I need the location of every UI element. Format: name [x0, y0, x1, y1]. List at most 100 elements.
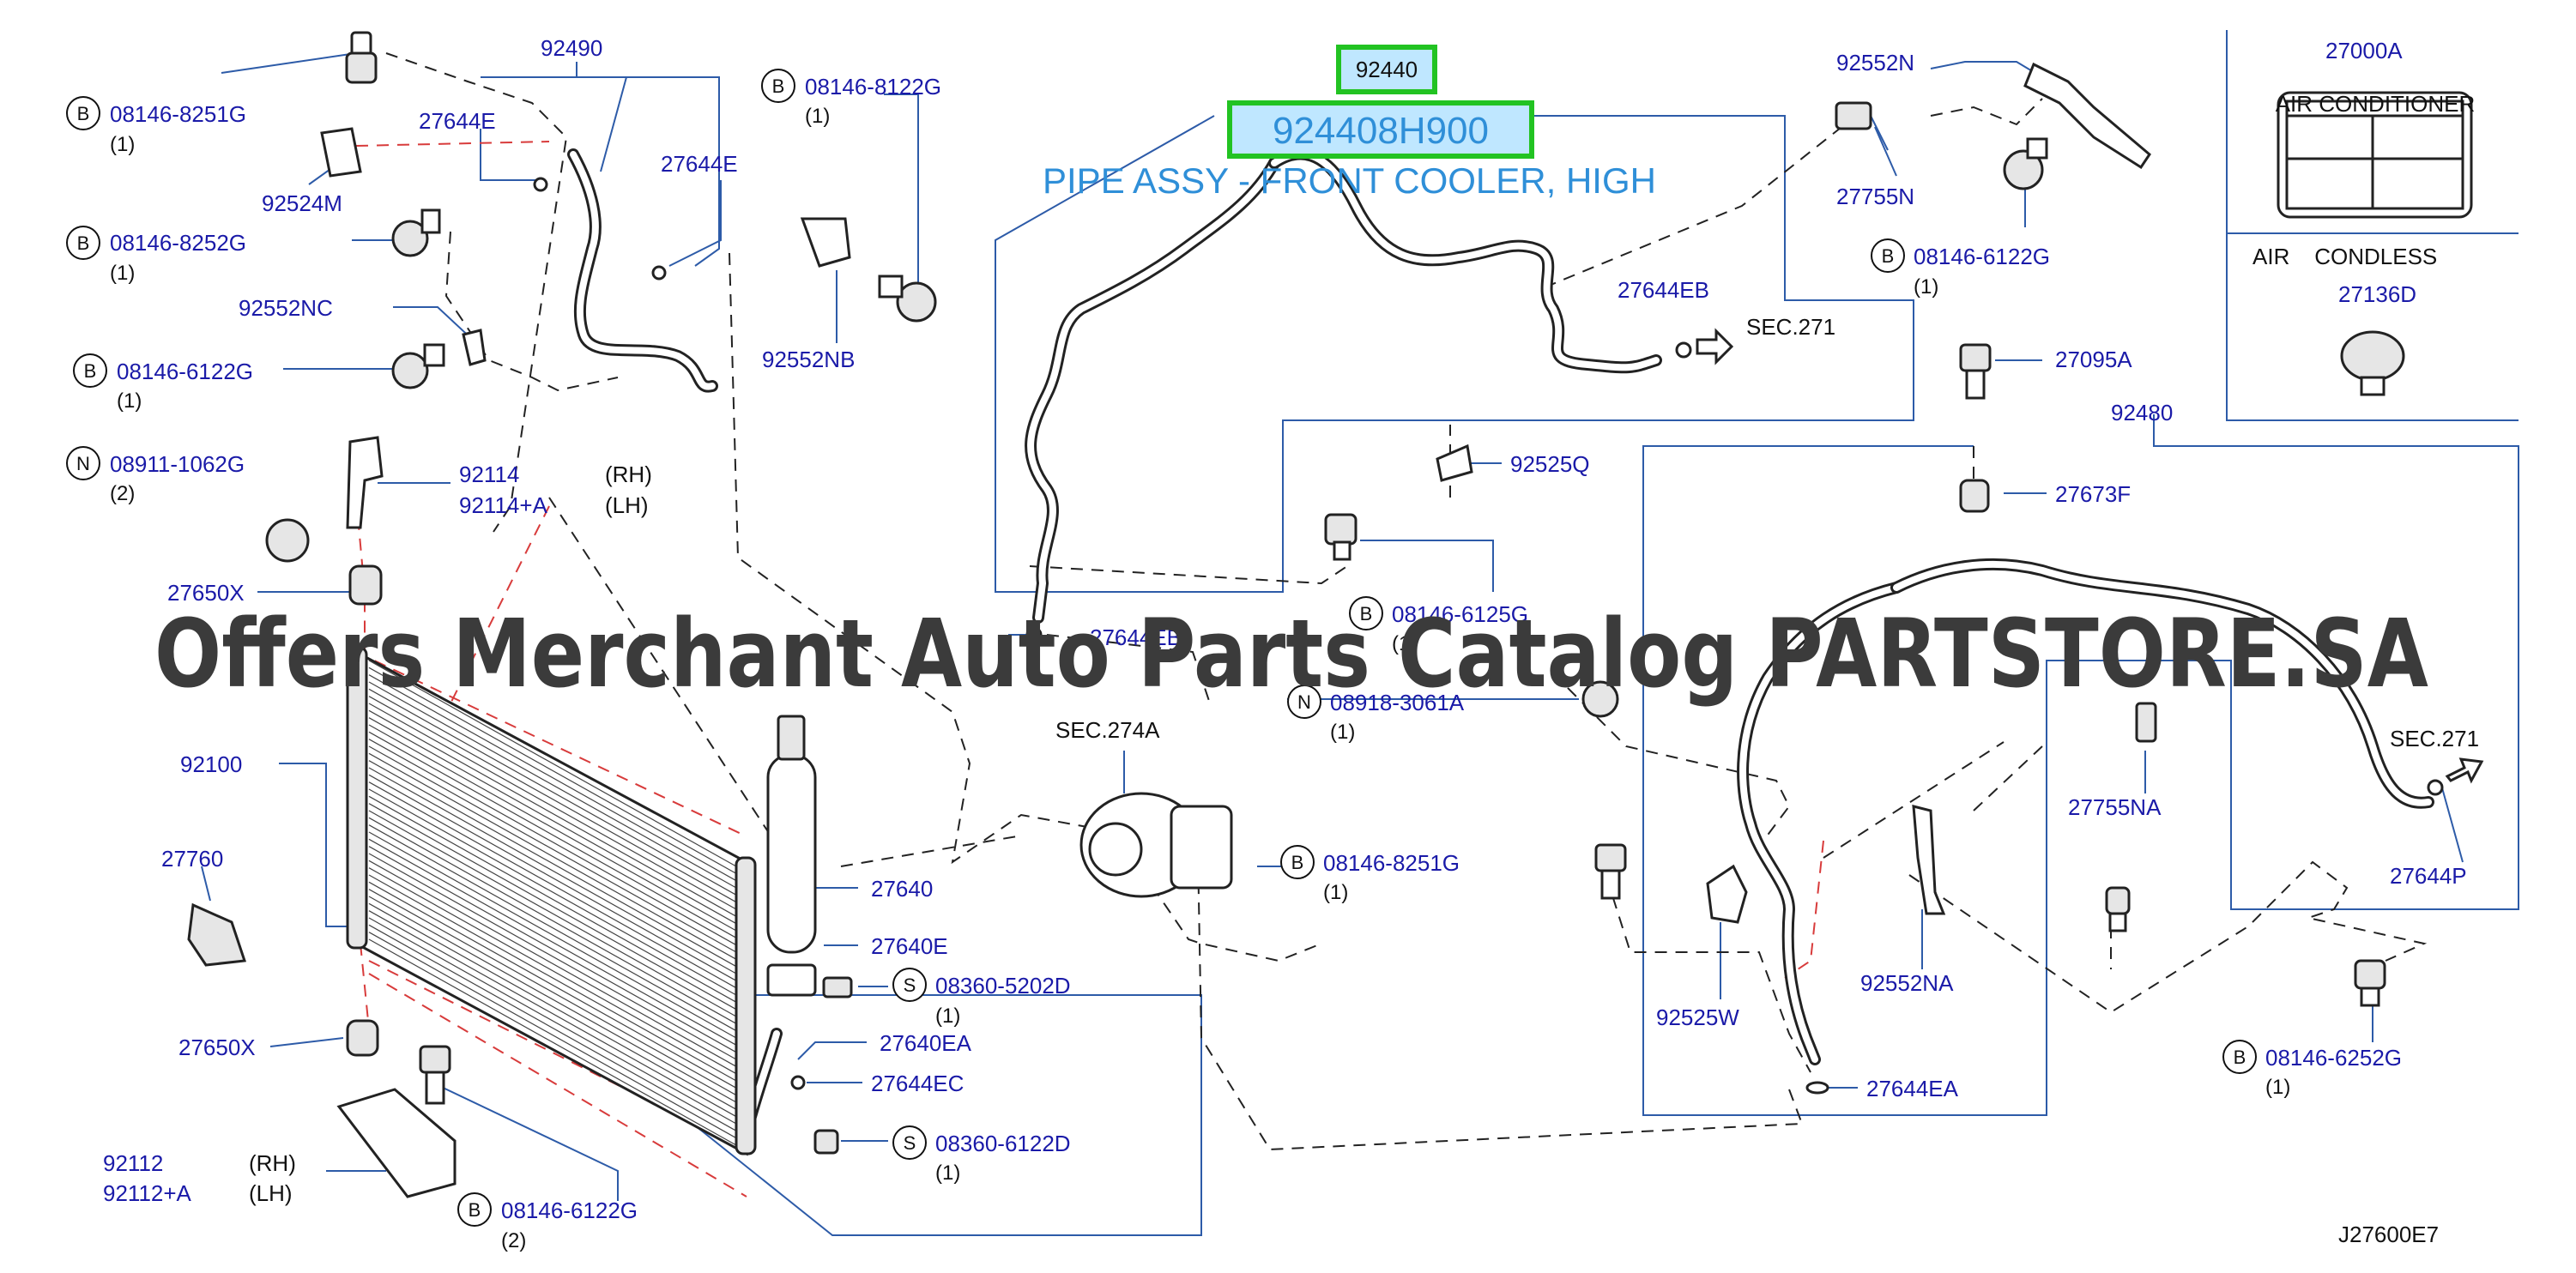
label-rh-1: (RH): [605, 462, 652, 487]
label-92114A: 92114+A: [459, 492, 548, 518]
condenser-fin: [368, 874, 737, 1082]
svg-text:(1): (1): [1392, 632, 1417, 655]
bolt-08146-6252G: [2354, 959, 2386, 1007]
label-27644EB-mid: 27644EB: [1090, 624, 1182, 650]
condenser-fin: [368, 817, 737, 1024]
grommet-27136D: [2340, 330, 2405, 396]
clip-27755NA: [2135, 702, 2157, 743]
svg-text:B: B: [1882, 245, 1895, 267]
condenser-fin: [368, 917, 737, 1125]
sec271-right: SEC.271: [2390, 726, 2479, 751]
label-27000A: [2277, 91, 2473, 219]
svg-text:08146-6252G: 08146-6252G: [2265, 1045, 2402, 1071]
condenser-fin: [368, 902, 737, 1110]
label-27640E: 27640E: [871, 933, 948, 959]
label-27136D: 27136D: [2338, 281, 2416, 307]
pipe-92440: [1025, 148, 1662, 624]
grommet-27650X-bot: [346, 1019, 379, 1057]
leader-lines: [201, 30, 2519, 1236]
svg-text:(2): (2): [110, 482, 135, 505]
clip-92524M: [320, 127, 362, 178]
condenser-fin: [368, 924, 737, 1131]
svg-text:08146-8251G: 08146-8251G: [1323, 850, 1460, 876]
svg-text:08146-8252G: 08146-8252G: [110, 230, 246, 256]
pipe-92480: [1737, 558, 2434, 1065]
svg-text:(1): (1): [110, 133, 135, 156]
bolt-08146-8251G-mid: [1594, 843, 1627, 900]
condenser-fin: [368, 846, 737, 1053]
label-lh-2: (LH): [249, 1180, 293, 1206]
label-92552NA: 92552NA: [1860, 970, 1954, 996]
svg-text:(1): (1): [1914, 275, 1938, 299]
clip-27755N: [1835, 101, 1872, 130]
condenser-fin: [368, 781, 737, 989]
bracket-92114: [346, 436, 384, 529]
highlight-description: PIPE ASSY - FRONT COOLER, HIGH: [1043, 160, 1656, 201]
sensor-27760: [187, 902, 247, 967]
label-27644E-left: 27644E: [419, 108, 496, 134]
condenser-fin: [368, 788, 737, 996]
bolt-08146-6122G-left: [391, 343, 445, 389]
svg-text:08146-6125G: 08146-6125G: [1392, 601, 1528, 627]
condenser-fin: [368, 889, 737, 1096]
condenser-fin: [368, 717, 737, 925]
o-ring-27644EA: [1805, 1081, 1829, 1095]
diagram-code: J27600E7: [2338, 1222, 2439, 1247]
routing-dashes: [385, 52, 2428, 1151]
bolt-08146-6122G-bot: [419, 1045, 451, 1105]
svg-text:08360-5202D: 08360-5202D: [935, 973, 1071, 998]
svg-text:(1): (1): [805, 105, 830, 128]
condenser-fin: [368, 767, 737, 974]
screw-08360-6122D: [813, 1129, 839, 1155]
section-labels: SEC.271 SEC.271 SEC.274A: [1055, 314, 2479, 751]
condenser-fin: [368, 681, 737, 889]
label-27760: 27760: [161, 846, 223, 872]
svg-text:(1): (1): [1323, 881, 1348, 904]
callout-6: B 08146-6125G (1): [1349, 596, 1528, 655]
label-92552N: 92552N: [1836, 50, 1914, 75]
bracket-92552N: [2023, 62, 2151, 170]
highlight-box-full: [1227, 100, 1534, 159]
svg-text:B: B: [1360, 603, 1373, 624]
condenser-fin: [368, 838, 737, 1046]
condenser-fin: [368, 932, 737, 1139]
grommet-27673F: [1959, 479, 1990, 513]
screw-08360-5202D: [822, 976, 853, 998]
condenser-fin: [368, 760, 737, 968]
label-27644EC: 27644EC: [871, 1071, 964, 1096]
condenser-fin: [368, 703, 737, 910]
label-92490: 92490: [541, 35, 602, 61]
highlight-group: 92440 924408H900 PIPE ASSY - FRONT COOLE…: [1043, 45, 1656, 201]
svg-text:(1): (1): [935, 1161, 960, 1185]
fasteners: [187, 31, 2444, 1155]
svg-text:B: B: [84, 360, 97, 382]
condenser-fin: [368, 910, 737, 1118]
condenser-fin: [368, 674, 737, 882]
svg-text:B: B: [77, 232, 90, 254]
inset-cond-title: AIR CONDLESS: [2252, 244, 2437, 269]
condenser-fin: [368, 795, 737, 1003]
clip-92525Q: [1436, 443, 1473, 482]
callout-1: B 08146-8252G (1): [66, 226, 246, 285]
svg-text:08146-6122G: 08146-6122G: [117, 359, 253, 384]
label-92525Q: 92525Q: [1510, 451, 1590, 477]
condenser-fin: [368, 709, 737, 917]
part-labels: 92490 27644E 27644E 92524M 92552NC 92552…: [103, 35, 2467, 1206]
label-92480: 92480: [2111, 400, 2173, 425]
label-92525W: 92525W: [1656, 1005, 1739, 1030]
label-27000A: 27000A: [2325, 38, 2403, 63]
svg-text:(1): (1): [935, 1005, 960, 1028]
condenser-fin: [368, 881, 737, 1089]
bracket-92112: [336, 1088, 457, 1198]
svg-text:(1): (1): [110, 262, 135, 285]
condenser-fin: [368, 810, 737, 1017]
condenser-fin: [368, 803, 737, 1011]
condenser-fin: [368, 688, 737, 896]
